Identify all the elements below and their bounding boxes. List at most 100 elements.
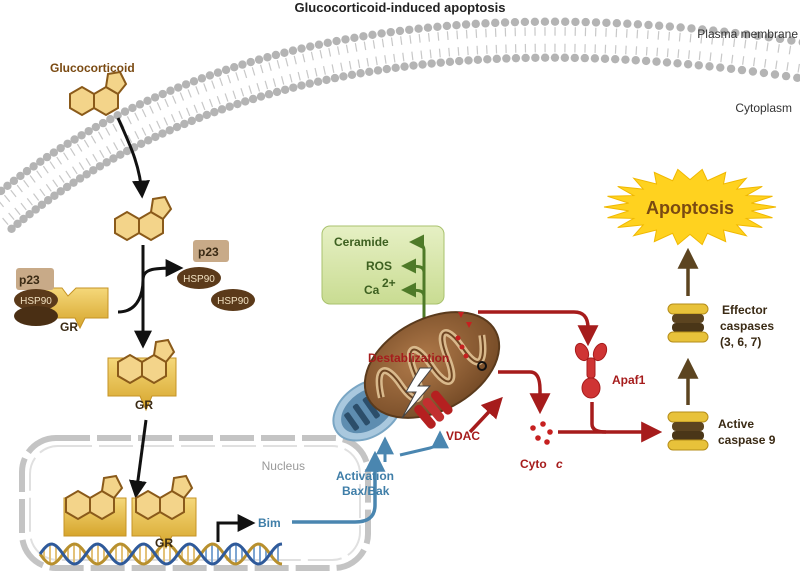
lipid-tail xyxy=(314,67,318,77)
lipid-head xyxy=(263,53,272,62)
lipid-tail xyxy=(688,50,691,59)
lipid-head xyxy=(356,69,365,78)
lipid-tail xyxy=(29,175,36,183)
activation-vdac-arrow xyxy=(399,430,449,457)
lipid-head xyxy=(210,107,219,117)
lipid-tail xyxy=(208,98,214,108)
lipid-tail xyxy=(171,95,177,104)
lipid-head xyxy=(409,61,418,70)
glucocorticoid-molecule xyxy=(69,70,128,117)
caspases-label: caspases xyxy=(720,319,774,333)
lipid-tail xyxy=(26,197,33,206)
lipid-tail xyxy=(149,105,154,114)
lipid-head xyxy=(158,129,167,138)
lipid-head xyxy=(531,53,540,62)
apaf1-molecule xyxy=(574,342,608,399)
lipid-tail xyxy=(23,179,30,188)
lipid-tail xyxy=(170,113,176,123)
lipid-tail xyxy=(187,89,192,98)
lipid-head xyxy=(151,132,160,142)
active-caspase9 xyxy=(667,411,709,451)
lipid-head xyxy=(483,55,492,64)
lipid-tail xyxy=(63,152,69,161)
destabilization-label: Destablization xyxy=(368,351,449,365)
lipid-head xyxy=(382,64,391,74)
bim-activation-arrow xyxy=(292,450,386,524)
lipid-head xyxy=(502,54,511,63)
lipid-head xyxy=(500,18,510,27)
lipid-head xyxy=(217,105,227,114)
lipid-tail xyxy=(348,60,352,70)
lipid-tail xyxy=(156,102,162,111)
lipid-head xyxy=(37,200,47,210)
lipid-head xyxy=(122,146,132,156)
lipid-tail xyxy=(227,74,232,84)
dna-strand xyxy=(38,542,283,566)
lipid-head xyxy=(22,166,32,176)
lipid-tail xyxy=(78,162,85,171)
lipid-head xyxy=(427,59,436,68)
lipid-tail xyxy=(293,55,297,65)
lipid-tail xyxy=(742,56,745,65)
lipid-head xyxy=(136,139,146,149)
lipid-head xyxy=(306,42,315,51)
lipid-head xyxy=(386,27,395,37)
lipid-head xyxy=(7,224,16,233)
lipid-head xyxy=(43,196,53,205)
lipid-head xyxy=(314,40,324,49)
lipid-head xyxy=(189,77,199,86)
apaf1-caspase9-arrow xyxy=(590,402,607,434)
lipid-head xyxy=(347,70,357,80)
lipid-tail xyxy=(302,53,306,63)
lipid-tail xyxy=(328,48,332,57)
ca-superscript: 2+ xyxy=(382,276,396,290)
lipid-tail xyxy=(448,47,451,57)
lipid-head xyxy=(770,70,780,79)
lipid-tail xyxy=(418,34,421,43)
gr-receptor-complex xyxy=(14,268,109,330)
lipid-head xyxy=(102,158,111,167)
lipid-head xyxy=(95,162,105,171)
lipid-tail xyxy=(256,82,261,92)
lipid-head xyxy=(77,131,86,140)
lipid-tail xyxy=(83,139,90,148)
nucleus-label: Nucleus xyxy=(262,459,305,473)
lipid-tail xyxy=(788,45,792,55)
gr-label-dimer: GR xyxy=(155,536,173,550)
lipid-head xyxy=(29,162,38,171)
lipid-tail xyxy=(90,135,97,144)
lipid-head xyxy=(621,55,630,64)
lipid-head xyxy=(339,72,348,81)
lipid-tail xyxy=(141,127,147,136)
lipid-head xyxy=(36,157,45,166)
lipid-head xyxy=(726,64,736,73)
lipid-tail xyxy=(203,83,208,92)
lipid-tail xyxy=(340,62,343,72)
lipid-head xyxy=(662,58,672,67)
lipid-head xyxy=(720,27,729,36)
lipid-head xyxy=(560,53,570,62)
vdac-channel xyxy=(414,390,453,429)
lipid-tail xyxy=(216,95,221,105)
lipid-tail xyxy=(179,92,185,101)
lipid-head xyxy=(368,30,377,40)
lipid-tail xyxy=(366,57,369,67)
lipid-head xyxy=(709,26,718,35)
lipid-head xyxy=(233,99,242,109)
lipid-head xyxy=(297,81,306,90)
lipid-head xyxy=(187,116,197,126)
lipid-tail xyxy=(363,41,367,51)
lipid-head xyxy=(13,219,22,229)
lipid-head xyxy=(225,102,234,111)
lipid-tail xyxy=(475,29,478,38)
lipid-head xyxy=(128,103,137,113)
apoptosis-label: Apoptosis xyxy=(646,198,734,218)
lipid-tail xyxy=(240,87,245,97)
lipid-head xyxy=(687,24,696,33)
lipid-head xyxy=(84,126,93,136)
lipid-head xyxy=(455,56,464,66)
activation-label: Activation xyxy=(336,469,394,483)
lipid-tail xyxy=(126,116,132,125)
transcription-arrow xyxy=(216,514,256,542)
lipid-tail xyxy=(195,86,200,95)
